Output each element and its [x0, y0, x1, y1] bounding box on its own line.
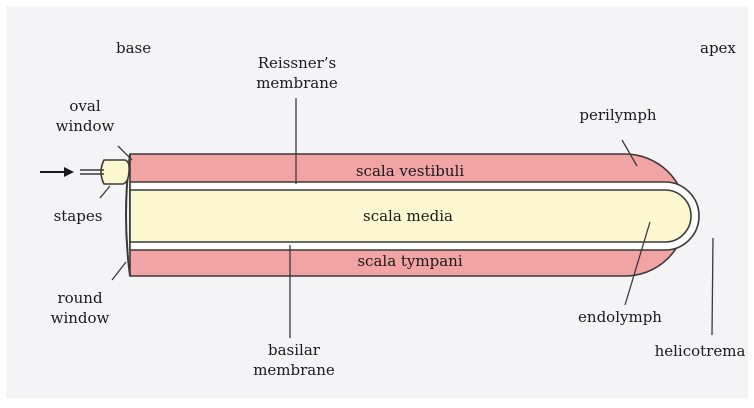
label-helicotrema: helicotrema: [655, 342, 746, 360]
label-stapes: stapes: [54, 207, 103, 225]
label-apex: apex: [700, 39, 736, 57]
stapes-leader: [99, 185, 111, 199]
label-scala-media: scala media: [363, 207, 453, 225]
label-reissner-line1: Reissner’s: [258, 54, 337, 72]
label-round-line2: window: [51, 309, 110, 327]
label-oval-line2: window: [56, 117, 115, 135]
label-basilar-line1: basilar: [268, 341, 321, 359]
label-base: base: [116, 39, 151, 57]
label-endolymph: endolymph: [578, 308, 662, 326]
sound-input-arrow-icon: [40, 167, 74, 177]
helicotrema-leader: [711, 237, 714, 336]
round-window-leader: [111, 261, 127, 281]
label-reissner-line2: membrane: [256, 74, 338, 92]
label-oval-line1: oval: [69, 97, 100, 115]
scala-media-duct: [129, 189, 692, 243]
endolymph-leader: [624, 221, 651, 306]
label-perilymph: perilymph: [579, 106, 657, 124]
label-basilar-line2: membrane: [253, 361, 335, 379]
oval-window-leader: [117, 145, 133, 161]
label-scala-vestibuli: scala vestibuli: [356, 162, 464, 180]
perilymph-leader: [621, 139, 638, 167]
label-round-line1: round: [57, 289, 103, 307]
label-scala-tympani: scala tympani: [357, 252, 462, 270]
stapes-shape: [80, 159, 130, 185]
